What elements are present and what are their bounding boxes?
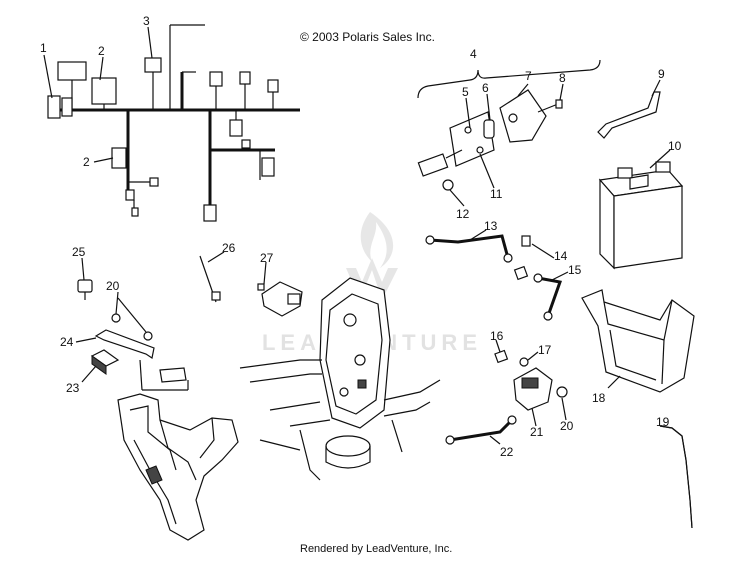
bolt-and-nut [513,235,531,281]
callout-1: 1 [40,41,47,55]
callout-5: 5 [462,85,469,99]
battery-box [581,289,695,393]
callout-numbers: 1 2 2 3 4 5 6 7 8 9 10 11 12 13 14 15 16… [40,14,682,459]
callout-20b: 20 [560,419,574,433]
callout-15: 15 [568,263,582,277]
callout-25: 25 [72,245,86,259]
battery [598,161,684,270]
vent-tube [659,425,693,529]
callout-11: 11 [490,187,503,201]
callout-21: 21 [530,425,544,439]
callout-3: 3 [143,14,150,28]
callout-8: 8 [559,71,566,85]
ground-cable [445,415,517,445]
starter-solenoid [494,349,568,411]
cable-negative [533,273,563,321]
battery-hold-down-bracket [597,91,661,139]
callout-7: 7 [525,69,532,83]
left-small-parts [77,255,303,391]
callout-4: 4 [470,47,477,61]
callout-22: 22 [500,445,514,459]
callout-2a: 2 [98,44,105,58]
callout-10: 10 [668,139,682,153]
callout-13: 13 [484,219,498,233]
callout-14: 14 [554,249,568,263]
callout-24: 24 [60,335,74,349]
front-frame [117,393,239,541]
callout-17: 17 [538,343,552,357]
callout-18: 18 [592,391,606,405]
callout-12: 12 [456,207,470,221]
callout-20a: 20 [106,279,120,293]
callout-23: 23 [66,381,80,395]
callout-6: 6 [482,81,489,95]
callout-19: 19 [656,415,670,429]
callout-16: 16 [490,329,504,343]
wiring-harness [47,24,300,222]
solenoid-assembly [417,59,601,191]
footer-credit: Rendered by LeadVenture, Inc. [300,543,453,555]
copyright-notice: © 2003 Polaris Sales Inc. [300,30,435,44]
callout-9: 9 [658,67,665,81]
main-frame [239,277,441,481]
callout-2b: 2 [83,155,90,169]
leader-lines [43,26,671,445]
callout-27: 27 [260,251,274,265]
cable-positive [425,234,513,263]
callout-26: 26 [222,241,236,255]
